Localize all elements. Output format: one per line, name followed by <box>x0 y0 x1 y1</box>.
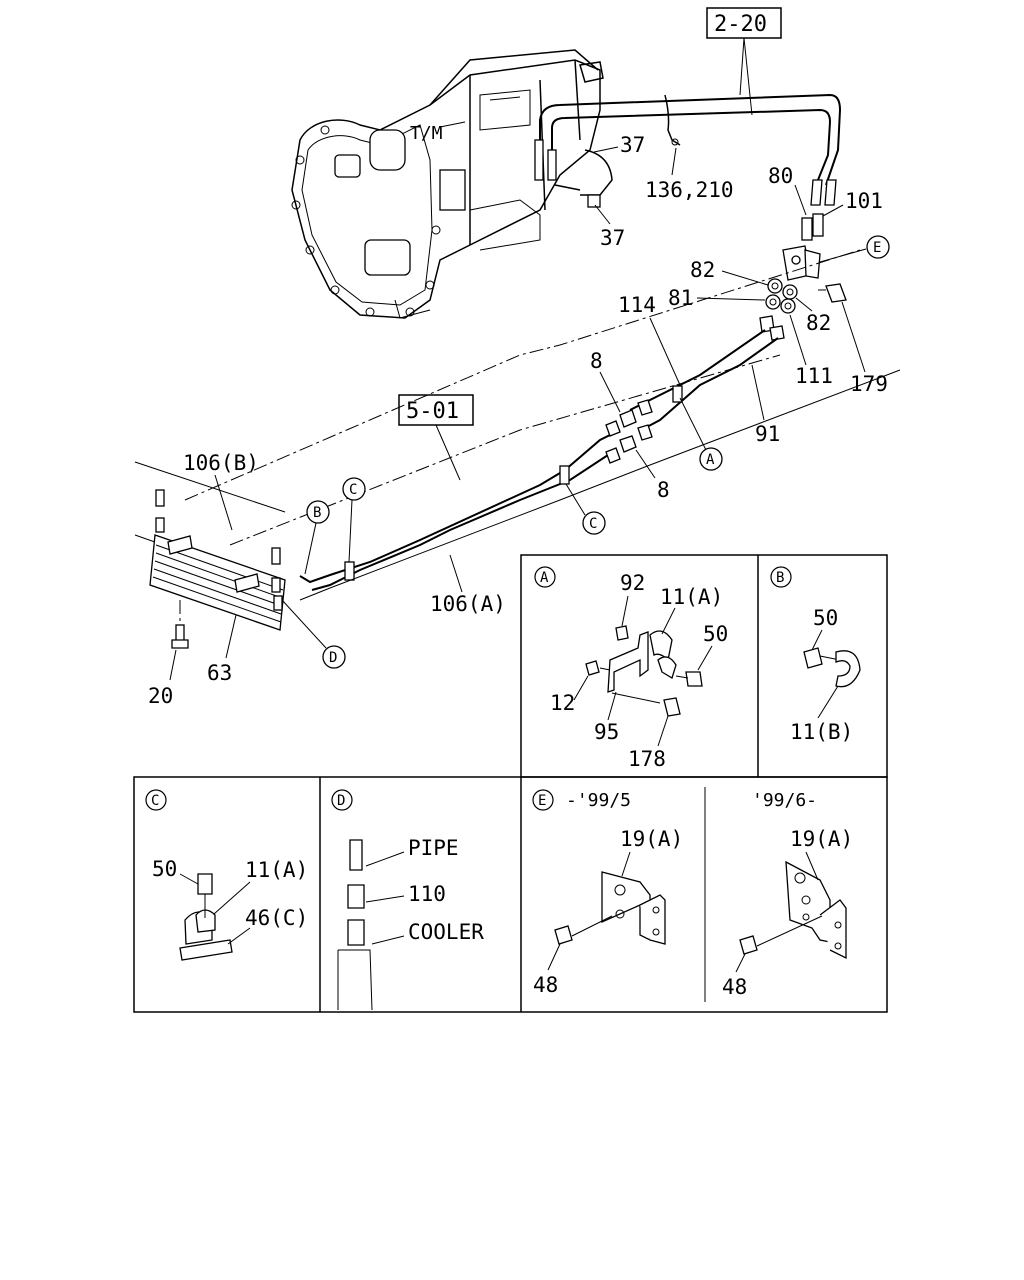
svg-text:E: E <box>873 240 881 256</box>
panel-e-early-label: -'99/5 <box>566 790 631 811</box>
svg-text:C: C <box>589 516 597 532</box>
label-37-top: 37 <box>620 133 645 157</box>
panel-e-label-48-late: 48 <box>722 975 747 999</box>
detail-panel-a: A 92 11(A) 50 12 95 178 <box>534 566 728 771</box>
svg-text:A: A <box>706 452 715 468</box>
t-m-label: T/M <box>410 123 443 144</box>
cooler-pipes <box>299 329 779 591</box>
panel-b-label-11b: 11(B) <box>790 720 853 744</box>
detail-panel-e: E -'99/5 '99/6- 19(A) 48 19(A) 48 <box>532 789 853 999</box>
panel-c-label-46c: 46(C) <box>245 906 308 930</box>
panel-d-badge: D <box>337 793 345 809</box>
panel-e-late-label: '99/6- <box>752 790 817 811</box>
label-91: 91 <box>755 422 780 446</box>
callout-d[interactable]: D <box>322 645 346 669</box>
label-106a: 106(A) <box>430 592 506 616</box>
panel-e-label-19a-late: 19(A) <box>790 827 853 851</box>
detail-panel-c: C 50 11(A) 46(C) <box>145 789 308 961</box>
panel-a-badge: A <box>540 570 549 586</box>
panel-b-label-50: 50 <box>813 606 838 630</box>
detail-panels-frame <box>133 554 888 1013</box>
panel-b-badge: B <box>776 570 784 586</box>
panel-d-label-110: 110 <box>408 882 446 906</box>
oil-cooler <box>149 489 286 649</box>
ref-box-5-01[interactable]: 5-01 <box>398 394 474 426</box>
callout-a[interactable]: A <box>699 447 723 471</box>
detail-panel-b: B 50 11(B) <box>770 566 861 744</box>
panel-a-label-50: 50 <box>703 622 728 646</box>
label-106b: 106(B) <box>183 451 259 475</box>
panel-e-label-48-early: 48 <box>533 973 558 997</box>
svg-text:B: B <box>313 505 321 521</box>
label-8-top: 8 <box>590 349 603 373</box>
detail-panel-d: D PIPE 110 COOLER <box>331 789 484 1011</box>
svg-text:D: D <box>329 650 337 666</box>
label-81: 81 <box>668 286 693 310</box>
callout-c-bottom[interactable]: C <box>582 511 606 535</box>
label-20: 20 <box>148 684 173 708</box>
label-82-top: 82 <box>690 258 715 282</box>
svg-text:C: C <box>349 482 357 498</box>
label-8-bottom: 8 <box>657 478 670 502</box>
callout-b[interactable]: B <box>306 500 330 524</box>
svg-text:5-01: 5-01 <box>406 399 459 424</box>
panel-d-label-pipe: PIPE <box>408 836 459 860</box>
svg-text:2-20: 2-20 <box>714 12 767 37</box>
callout-e[interactable]: E <box>866 235 890 259</box>
panel-a-label-95: 95 <box>594 720 619 744</box>
panel-c-label-50: 50 <box>152 857 177 881</box>
union-bracket-area <box>759 213 847 341</box>
label-82-right: 82 <box>806 311 831 335</box>
panel-d-label-cooler: COOLER <box>408 920 484 944</box>
panel-c-label-11a: 11(A) <box>245 858 308 882</box>
panel-e-label-19a-early: 19(A) <box>620 827 683 851</box>
part-labels: 37 37 136,210 80 101 82 81 82 114 8 8 11… <box>148 133 888 708</box>
label-101: 101 <box>845 189 883 213</box>
panel-a-label-92: 92 <box>620 571 645 595</box>
panel-e-badge: E <box>538 793 546 809</box>
panel-c-badge: C <box>151 793 159 809</box>
panel-a-label-11a: 11(A) <box>660 585 723 609</box>
transmission-housing: T/M <box>291 49 604 319</box>
label-37-bottom: 37 <box>600 226 625 250</box>
label-114: 114 <box>618 293 656 317</box>
panel-a-label-12: 12 <box>550 691 575 715</box>
label-111: 111 <box>795 364 833 388</box>
callout-c-top[interactable]: C <box>342 477 366 501</box>
panel-a-label-178: 178 <box>628 747 666 771</box>
label-136-210: 136,210 <box>645 178 734 202</box>
label-179: 179 <box>850 372 888 396</box>
label-80: 80 <box>768 164 793 188</box>
tm-cooler-lines <box>534 93 842 208</box>
ref-box-2-20[interactable]: 2-20 <box>706 7 782 39</box>
label-63: 63 <box>207 661 232 685</box>
